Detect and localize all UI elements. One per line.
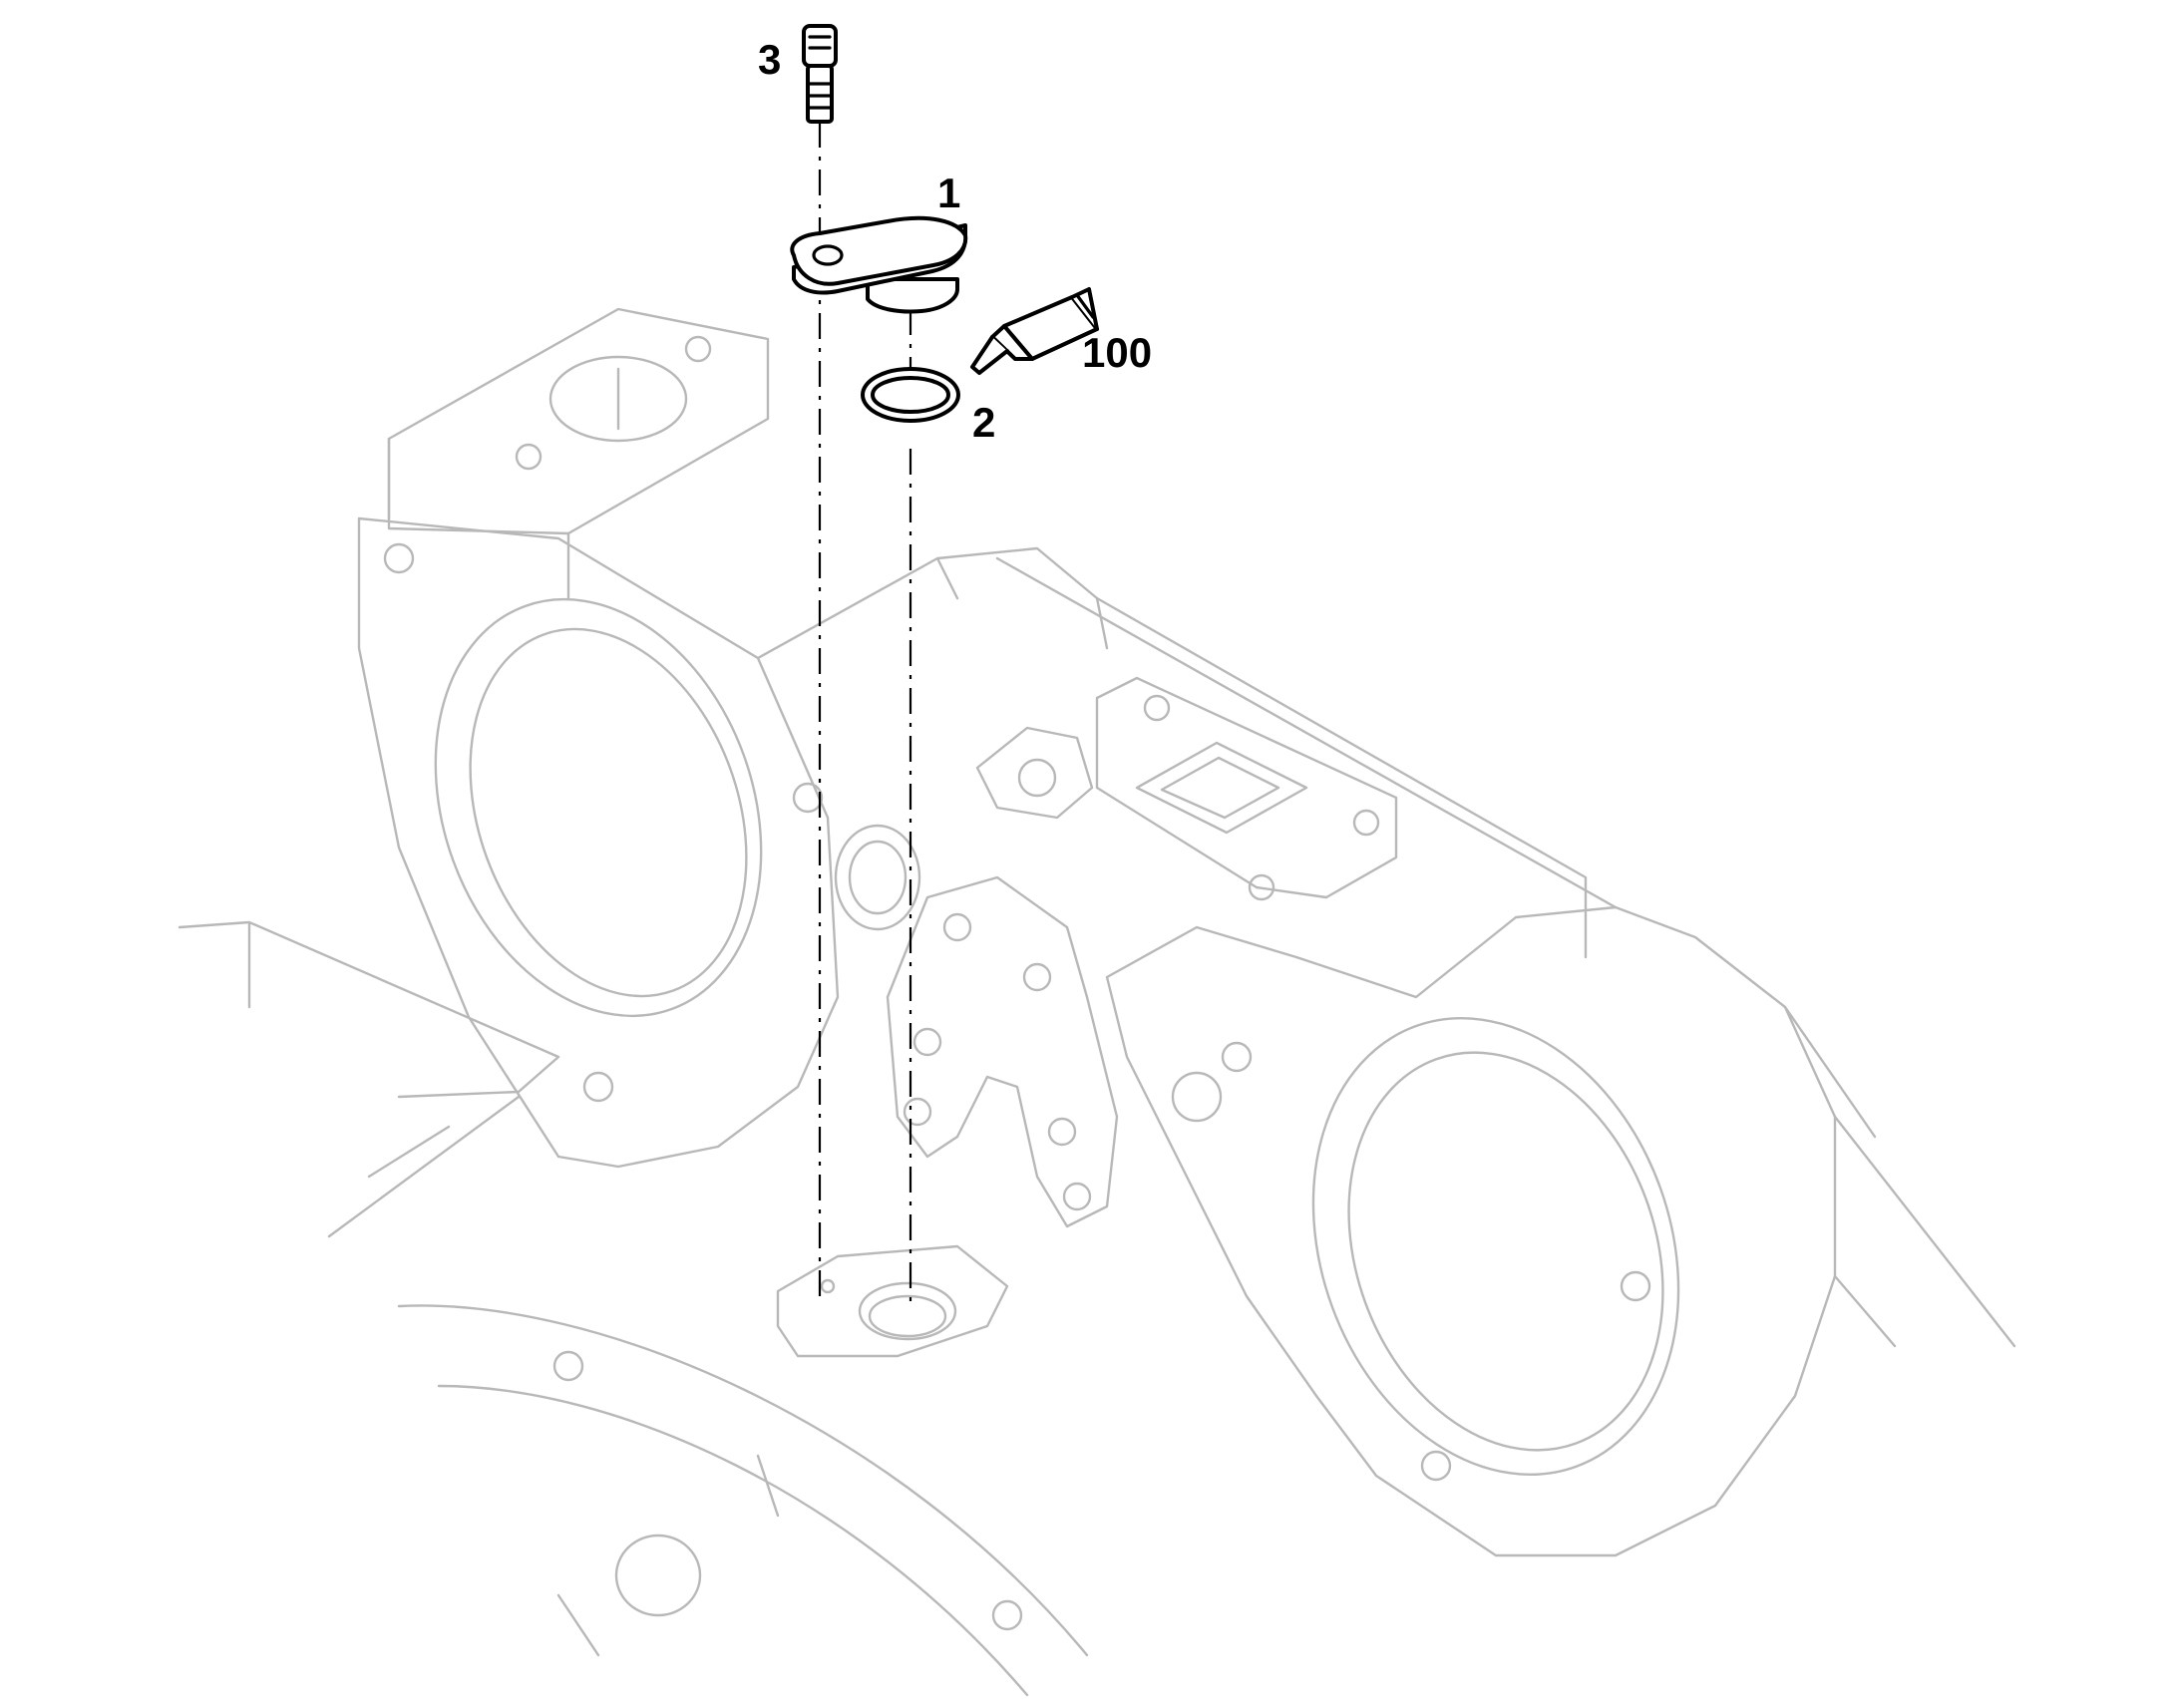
- axle-housing: [178, 307, 2016, 1697]
- o-ring[interactable]: [861, 367, 960, 423]
- sealant-tube-icon: [970, 287, 1099, 375]
- callout-part-100: 100: [1082, 329, 1152, 376]
- cap-screw[interactable]: [802, 24, 838, 124]
- callout-part-3: 3: [758, 36, 781, 83]
- cover-plate[interactable]: [790, 215, 968, 314]
- callout-part-2: 2: [972, 399, 995, 446]
- callout-part-1: 1: [937, 170, 960, 216]
